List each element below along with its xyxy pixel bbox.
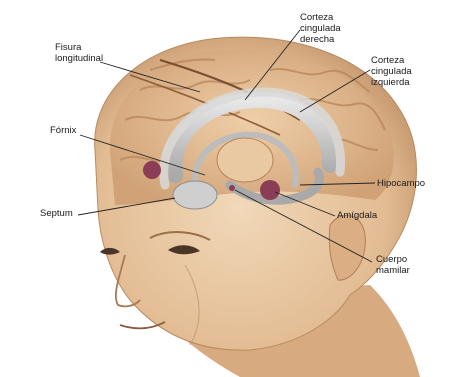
label-corteza-cingulada-derecha: Corteza cingulada derecha — [300, 12, 341, 45]
label-corteza-cingulada-izquierda: Corteza cingulada izquierda — [371, 55, 412, 88]
label-septum: Septum — [40, 208, 73, 219]
label-cuerpo-mamilar: Cuerpo mamilar — [376, 254, 410, 276]
label-amigdala: Amígdala — [337, 210, 377, 221]
thalamus — [217, 138, 273, 182]
septum-lobe — [173, 181, 217, 209]
label-hipocampo: Hipocampo — [377, 178, 425, 189]
label-fornix: Fórnix — [50, 125, 76, 136]
septal-nucleus — [143, 161, 161, 179]
label-fisura-longitudinal: Fisura longitudinal — [55, 42, 103, 64]
mammillary-body — [229, 185, 235, 191]
amygdala-nucleus — [260, 180, 280, 200]
